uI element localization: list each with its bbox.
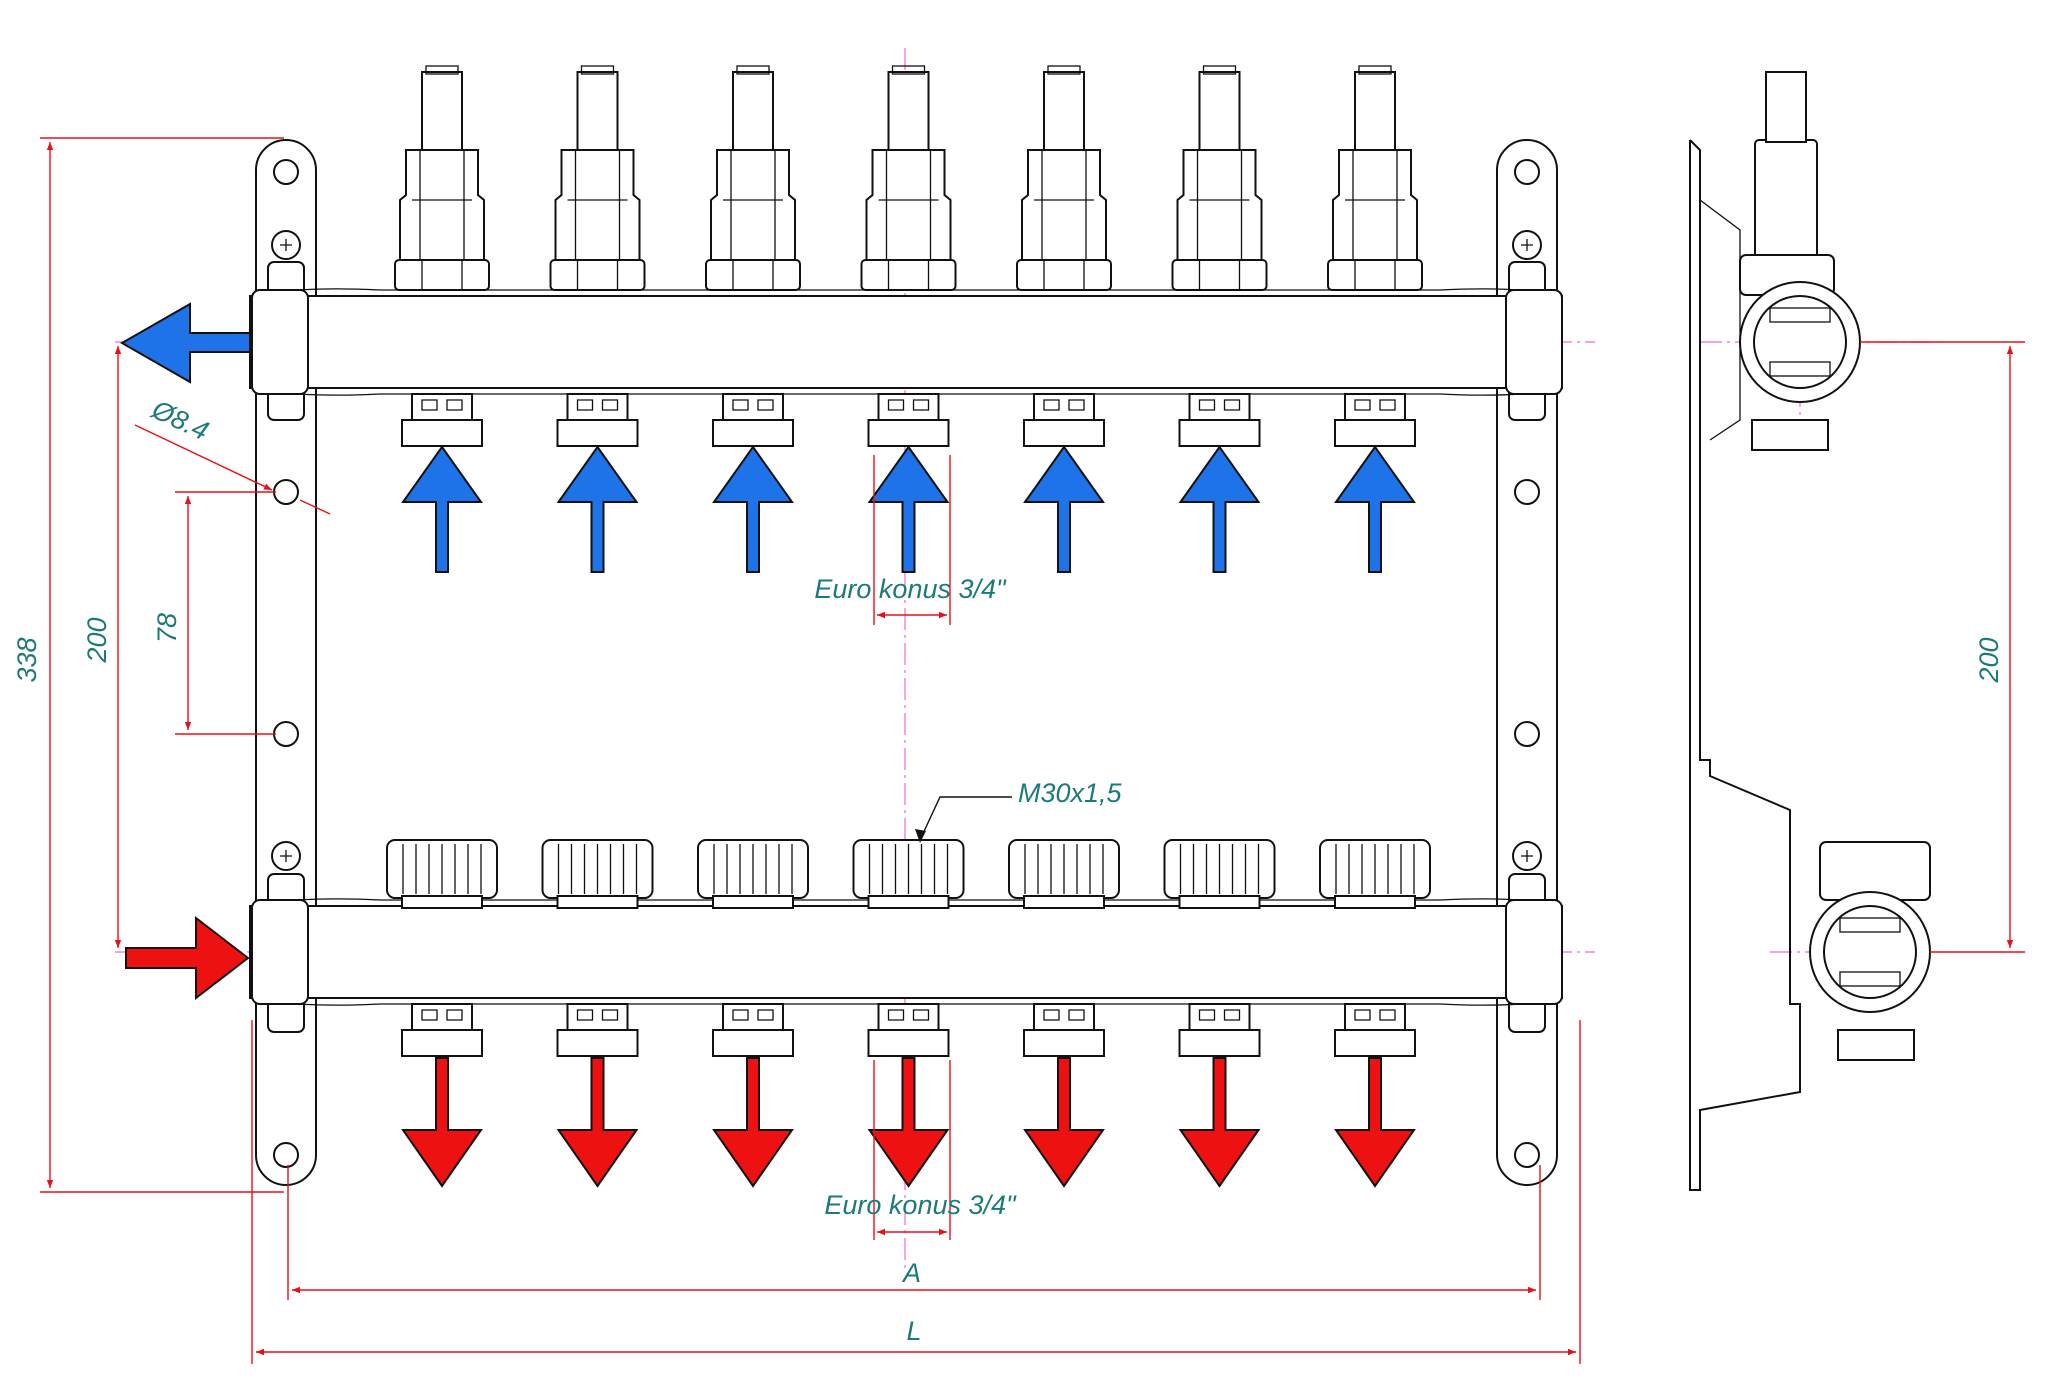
valve-row — [394, 65, 1423, 291]
euro-konus-fitting — [1334, 393, 1416, 447]
mounting-hole — [273, 1142, 299, 1168]
flow-meter-cap — [852, 839, 965, 909]
euro-konus-top-label: Euro konus 3/4" — [814, 574, 1007, 604]
supply-header — [249, 288, 1563, 396]
dimension-lines — [40, 137, 2025, 1364]
flow-meter-cap-row — [386, 839, 1431, 909]
arrow-down-icon — [401, 1057, 483, 1188]
flow-meter-cap — [1008, 839, 1120, 909]
mounting-hole — [1514, 159, 1540, 185]
mounting-hole — [273, 721, 299, 747]
side-view — [1689, 71, 1931, 1191]
thermostatic-valve — [1327, 65, 1423, 291]
thread-label: M30x1,5 — [1018, 778, 1123, 808]
arrow-down-icon — [556, 1057, 639, 1188]
euro-konus-fitting — [867, 393, 950, 447]
arrow-up-icon — [1023, 445, 1105, 573]
phillips-screw-icon — [1512, 841, 1542, 871]
euro-konus-fitting — [867, 1003, 950, 1057]
euro-konus-fitting — [712, 393, 794, 447]
arrow-up-icon — [712, 445, 794, 573]
arrow-right-icon — [125, 915, 250, 1001]
arrow-down-icon — [867, 1057, 950, 1188]
thread-leader — [915, 796, 1012, 843]
euro-konus-fitting — [401, 1003, 483, 1057]
supply-arrow-row — [401, 445, 1416, 573]
arrow-down-icon — [1023, 1057, 1105, 1188]
arrow-up-icon — [1334, 445, 1416, 573]
euro-konus-fitting — [1023, 1003, 1105, 1057]
euro-konus-fitting — [712, 1003, 794, 1057]
width-l-label: L — [906, 1316, 921, 1346]
phillips-screw-icon — [1512, 230, 1542, 260]
euro-konus-fitting — [1334, 1003, 1416, 1057]
arrow-up-icon — [1178, 445, 1261, 573]
return-header — [249, 898, 1563, 1006]
flow-meter-cap — [1163, 839, 1276, 909]
centers-left-label: 200 — [82, 617, 112, 663]
mounting-hole — [1514, 479, 1540, 505]
thermostatic-valve — [1016, 65, 1112, 291]
flow-meter-cap — [386, 839, 498, 909]
arrow-down-icon — [1334, 1057, 1416, 1188]
phillips-screw-icon — [271, 841, 301, 871]
arrow-down-icon — [1178, 1057, 1261, 1188]
thermostatic-valve — [394, 65, 490, 291]
overall-height-label: 338 — [12, 637, 42, 682]
centers-side-label: 200 — [1974, 637, 2004, 683]
arrow-down-icon — [712, 1057, 794, 1188]
thermostatic-valve — [1171, 65, 1268, 291]
width-a-label: A — [901, 1258, 921, 1288]
euro-konus-fitting — [401, 393, 483, 447]
arrow-up-icon — [556, 445, 639, 573]
holes-spacing-label: 78 — [152, 613, 182, 643]
mounting-hole — [1514, 1142, 1540, 1168]
mounting-hole — [273, 479, 299, 505]
return-fitting-row — [401, 1003, 1416, 1057]
thermostatic-valve — [549, 65, 646, 291]
euro-konus-fitting — [1178, 1003, 1261, 1057]
arrow-up-icon — [867, 445, 950, 573]
flow-meter-cap — [697, 839, 809, 909]
mounting-hole — [273, 159, 299, 185]
thermostatic-valve — [705, 65, 801, 291]
supply-fitting-row — [401, 393, 1416, 447]
return-arrow-row — [401, 1057, 1416, 1188]
euro-konus-bottom-label: Euro konus 3/4" — [824, 1190, 1017, 1220]
flow-meter-cap — [1319, 839, 1431, 909]
arrow-up-icon — [401, 445, 483, 573]
euro-konus-fitting — [556, 393, 639, 447]
euro-konus-fitting — [556, 1003, 639, 1057]
mounting-hole — [1514, 721, 1540, 747]
arrow-left-icon — [119, 302, 251, 384]
flow-meter-cap — [541, 839, 654, 909]
euro-konus-fitting — [1023, 393, 1105, 447]
hole-diameter-label: Ø8.4 — [147, 394, 214, 446]
euro-konus-fitting — [1178, 393, 1261, 447]
phillips-screw-icon — [271, 230, 301, 260]
thermostatic-valve — [860, 65, 957, 291]
